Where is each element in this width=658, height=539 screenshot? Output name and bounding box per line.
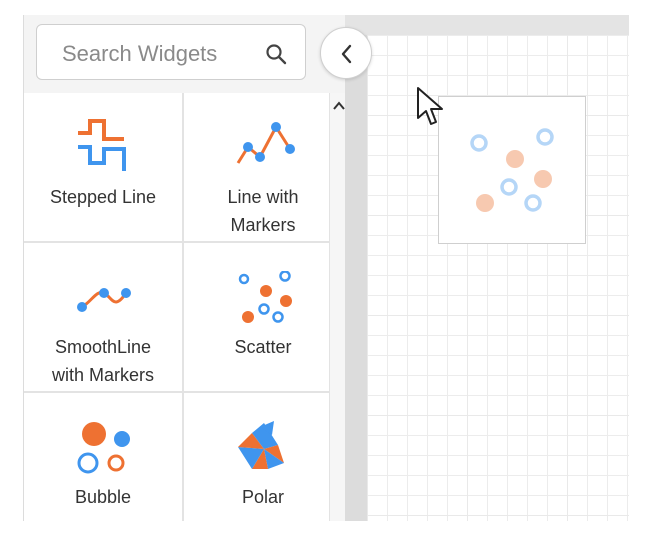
- smoothline-with-markers-chart-icon: [77, 288, 131, 312]
- scatter-chart-icon: [470, 128, 554, 212]
- widget-smoothline-with-markers[interactable]: SmoothLine with Markers: [24, 243, 184, 393]
- line-with-markers-chart-icon: [236, 122, 295, 164]
- widget-label-line1: Line with: [227, 187, 299, 207]
- polar-chart-icon: [238, 421, 284, 469]
- design-canvas[interactable]: [367, 15, 629, 521]
- widget-scrollbar[interactable]: [329, 93, 347, 521]
- scatter-chart-icon: [238, 271, 292, 323]
- widget-label-line2: Markers: [230, 215, 296, 235]
- widget-label-line1: SmoothLine: [54, 337, 152, 357]
- drag-preview: [438, 96, 586, 244]
- panel-splitter[interactable]: [345, 15, 367, 521]
- widget-label: Bubble: [74, 487, 132, 507]
- widget-line-with-markers[interactable]: Line with Markers: [184, 93, 344, 243]
- widget-grid: Stepped Line Line with Markers SmoothLin…: [24, 93, 346, 521]
- widget-label: Stepped Line: [49, 187, 157, 207]
- chevron-left-icon: [341, 44, 352, 64]
- search-box[interactable]: Search Widgets: [36, 24, 306, 80]
- widget-label: Scatter: [234, 337, 292, 357]
- widget-label-line2: with Markers: [51, 365, 154, 385]
- bubble-chart-icon: [77, 422, 130, 474]
- scroll-up-icon[interactable]: [333, 101, 345, 111]
- widget-scatter[interactable]: Scatter: [184, 243, 344, 393]
- widget-sidebar: Search Widgets Stepped Line Line with: [23, 15, 347, 521]
- mouse-cursor-icon: [417, 87, 443, 125]
- widget-bubble[interactable]: Bubble: [24, 393, 184, 521]
- canvas-top-ruler: [345, 15, 629, 35]
- widget-stepped-line[interactable]: Stepped Line: [24, 93, 184, 243]
- search-icon[interactable]: [265, 43, 287, 65]
- widget-polar[interactable]: Polar: [184, 393, 344, 521]
- widget-label: Polar: [241, 487, 285, 507]
- search-input[interactable]: Search Widgets: [62, 41, 218, 66]
- collapse-panel-button[interactable]: [320, 27, 372, 79]
- stepped-line-chart-icon: [78, 119, 126, 171]
